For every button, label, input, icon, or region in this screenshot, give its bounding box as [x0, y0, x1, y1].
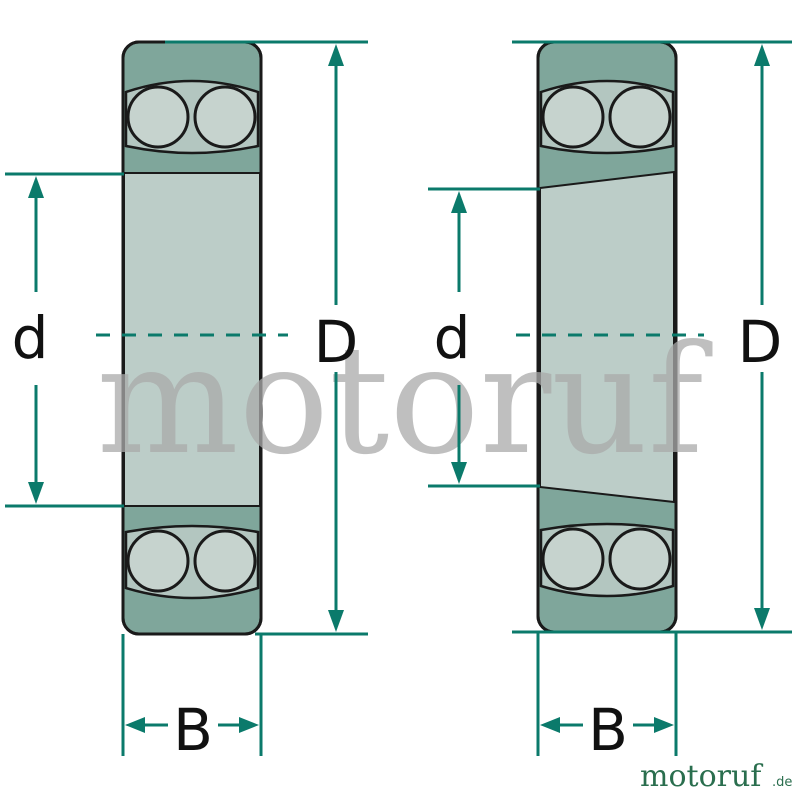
- left-width-label: B: [173, 696, 213, 764]
- arrow-head: [239, 717, 259, 733]
- arrow-head: [125, 717, 145, 733]
- dimension-lines: [5, 40, 792, 756]
- brand-logo: motoruf .de: [640, 759, 792, 794]
- right-width-label: B: [588, 696, 628, 764]
- right-top-ball-2: [608, 85, 672, 149]
- arrow-head: [540, 717, 560, 733]
- right-inner-diameter-label: d: [434, 304, 471, 372]
- bearing-tapered-bore: [536, 40, 678, 634]
- arrow-head: [328, 610, 344, 632]
- right-bottom-ball-1: [541, 527, 605, 591]
- logo-tld-text: .de: [772, 775, 792, 790]
- arrow-head: [754, 608, 770, 630]
- left-inner-diameter-label: d: [12, 304, 49, 372]
- arrow-head: [451, 191, 467, 213]
- arrow-head: [654, 717, 674, 733]
- left-bottom-ball-1: [126, 529, 190, 593]
- left-bottom-ball-2: [193, 529, 257, 593]
- arrow-head: [328, 44, 344, 66]
- right-top-ball-1: [541, 85, 605, 149]
- left-outer-diameter-label: D: [314, 308, 359, 376]
- left-bore: [123, 172, 261, 507]
- right-tapered-bore: [539, 170, 675, 504]
- arrow-head: [754, 44, 770, 66]
- right-outer-diameter-label: D: [738, 308, 783, 376]
- left-top-ball-2: [193, 85, 257, 149]
- right-bottom-ball-2: [608, 527, 672, 591]
- arrow-head: [28, 176, 44, 198]
- arrow-head: [28, 482, 44, 504]
- logo-brand-text: motoruf: [640, 759, 763, 794]
- left-top-ball-1: [126, 85, 190, 149]
- arrow-head: [451, 462, 467, 484]
- watermark: motoruf: [97, 314, 713, 488]
- bearing-cylindrical-bore: [121, 40, 263, 636]
